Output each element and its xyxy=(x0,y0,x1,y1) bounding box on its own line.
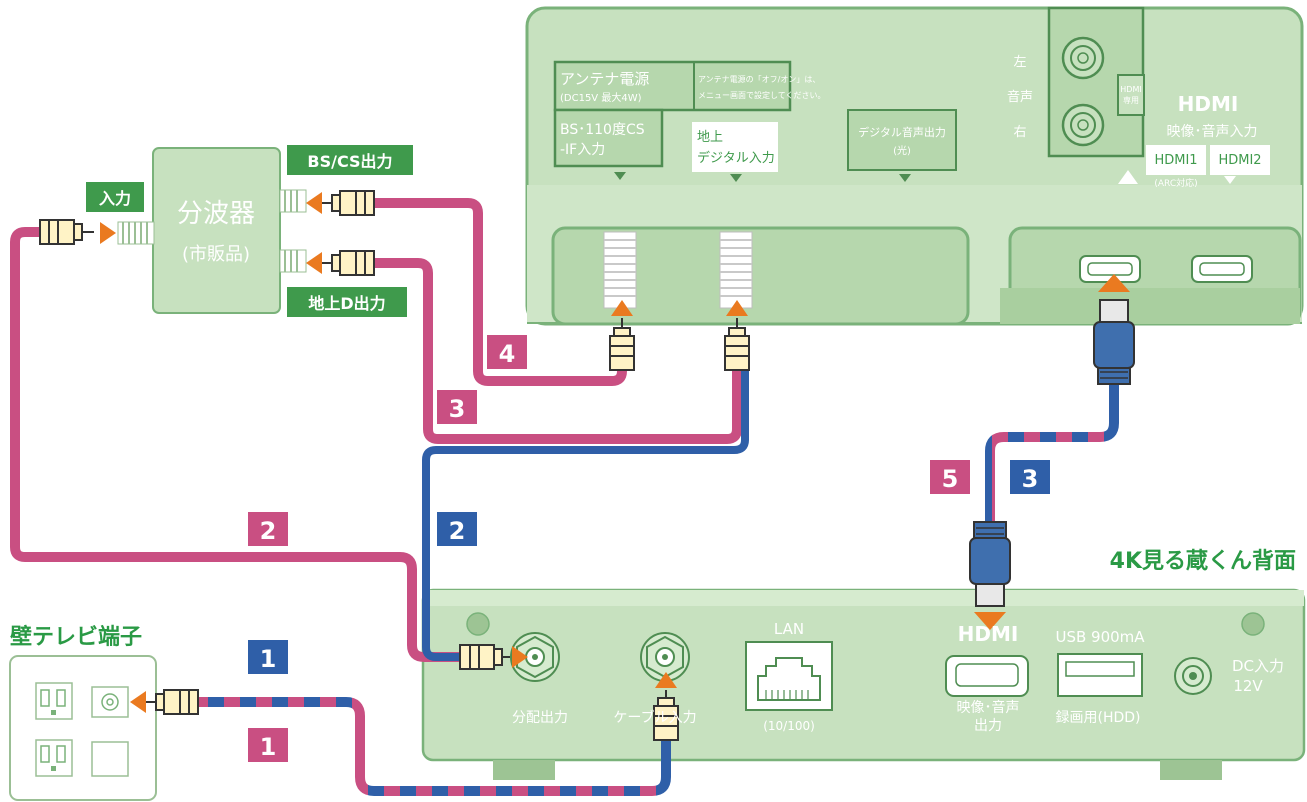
wall-outlet xyxy=(9,655,157,801)
splitter-device xyxy=(86,145,413,317)
cables xyxy=(10,198,1119,796)
splitter-input-label: 入力 xyxy=(99,189,131,208)
f-plug-splitter-input xyxy=(39,219,94,245)
badge-blue-3: 3 xyxy=(1022,465,1039,493)
bs-input-label-2: -IF入力 xyxy=(560,142,605,158)
badge-pink-1: 1 xyxy=(260,733,277,761)
dc-in-label-1: DC入力 xyxy=(1232,657,1284,675)
f-plug-tv-terrestrial xyxy=(724,318,750,371)
cable-in-label: ケーブル入力 xyxy=(613,709,696,726)
usb-label: USB 900mA xyxy=(1055,628,1145,646)
dc-in-label-2: 12V xyxy=(1233,677,1263,695)
wall-outlet-title: 壁テレビ端子 xyxy=(10,624,142,650)
antenna-note-line2: メニュー画面で設定してください。 xyxy=(698,90,826,100)
box-title: 4K見る蔵くん背面 xyxy=(1110,549,1296,574)
f-plug-tv-bs xyxy=(609,318,635,371)
terrestrial-input-label-1: 地上 xyxy=(697,130,723,145)
hdmi1-label: HDMI1 xyxy=(1154,153,1197,168)
hdmi-plug-box xyxy=(969,521,1011,607)
terrestrial-input-label-2: デジタル入力 xyxy=(697,150,775,166)
hdmi-plug-tv xyxy=(1093,299,1135,385)
hdmi-only-label-2: 専用 xyxy=(1123,95,1139,105)
lan-speed-label: (10/100) xyxy=(763,719,815,733)
splitter-bs-out-label: BS/CS出力 xyxy=(307,152,392,171)
usb-hdd-label: 録画用(HDD) xyxy=(1055,710,1140,726)
badge-pink-2: 2 xyxy=(260,517,277,545)
f-plug-bs-out xyxy=(322,190,375,216)
lan-label: LAN xyxy=(774,620,804,638)
f-plug-wall xyxy=(146,689,199,715)
badge-pink-4: 4 xyxy=(499,340,516,368)
antenna-power-label: アンテナ電源 xyxy=(560,70,649,88)
tv-rear-panel xyxy=(525,6,1304,326)
splitter-sub: (市販品) xyxy=(182,244,250,265)
hdmi-logo-tv: HDMI xyxy=(1178,92,1239,116)
badge-pink-5: 5 xyxy=(942,465,959,493)
hdmi-only-label-1: HDMI xyxy=(1120,85,1141,94)
bs-input-label-1: BS･110度CS xyxy=(560,122,645,138)
optical-out-label-2: (光) xyxy=(893,144,911,157)
splitter-name: 分波器 xyxy=(177,199,255,229)
audio-right-label: 右 xyxy=(1013,125,1026,140)
dist-out-label: 分配出力 xyxy=(512,710,568,726)
tv-coax-socket-terrestrial xyxy=(719,231,753,309)
hdmi-out-label-1: 映像･音声 xyxy=(957,699,1020,716)
hdmi2-label: HDMI2 xyxy=(1218,153,1261,168)
audio-left-label: 左 xyxy=(1013,55,1026,70)
f-plug-terrestrial-out xyxy=(322,250,375,276)
svg-text:HDMI: HDMI xyxy=(1178,92,1239,116)
connectors xyxy=(39,190,1135,741)
f-plug-box-cable-in xyxy=(653,690,679,741)
tv-hdmi1-port xyxy=(1079,255,1141,283)
badge-blue-1: 1 xyxy=(260,645,277,673)
optical-out-label-1: デジタル音声出力 xyxy=(858,125,946,139)
antenna-note-line1: アンテナ電源の「オフ/オン」は、 xyxy=(698,75,820,84)
set-top-box-rear xyxy=(421,588,1306,780)
hdmi-input-label: 映像･音声入力 xyxy=(1167,123,1258,140)
hdmi-logo-box: HDMI xyxy=(958,622,1019,646)
audio-label: 音声 xyxy=(1007,89,1033,105)
f-plug-box-dist-out xyxy=(459,644,510,670)
antenna-power-spec: (DC15V 最大4W) xyxy=(560,91,642,104)
splitter-terrestrial-out-label: 地上D出力 xyxy=(308,294,385,313)
step-badges xyxy=(248,335,1050,762)
arc-label: (ARC対応) xyxy=(1154,177,1197,189)
svg-text:HDMI: HDMI xyxy=(958,622,1019,646)
hdmi-out-label-2: 出力 xyxy=(974,718,1002,734)
tv-coax-socket-bs xyxy=(603,231,637,309)
tv-hdmi2-port xyxy=(1191,255,1253,283)
badge-pink-3: 3 xyxy=(449,395,466,423)
badge-blue-2: 2 xyxy=(449,517,466,545)
